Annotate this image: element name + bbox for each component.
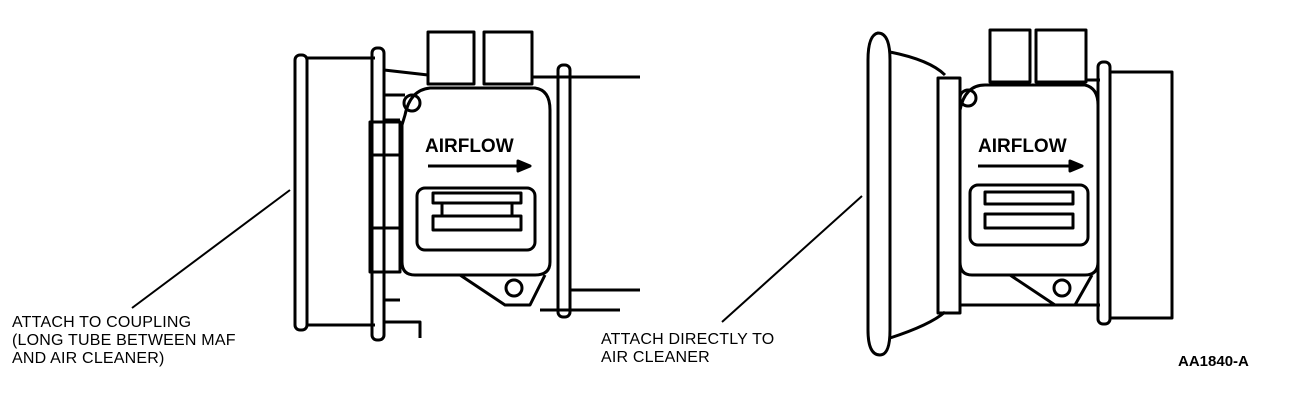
left-callout: ATTACH TO COUPLING (LONG TUBE BETWEEN MA… <box>12 314 236 368</box>
connector-pin <box>482 30 534 86</box>
airflow-label: AIRFLOW <box>425 136 514 157</box>
right-callout: ATTACH DIRECTLY TO AIR CLEANER <box>601 331 774 367</box>
connector-pin <box>988 28 1032 84</box>
outlet-ring <box>1096 60 1112 326</box>
left-maf-sensor: AIRFLOW <box>131 30 640 342</box>
left-inlet-tube <box>307 56 375 327</box>
callout-line: AND AIR CLEANER) <box>12 350 165 367</box>
air-cleaner-flange <box>866 31 892 357</box>
right-leader-line <box>721 195 863 323</box>
right-maf-sensor: AIRFLOW <box>721 28 1174 357</box>
left-flange <box>370 46 386 342</box>
outlet-tube <box>570 75 640 292</box>
left-leader-line <box>131 189 291 309</box>
right-flange <box>556 63 572 319</box>
callout-line: (LONG TUBE BETWEEN MAF <box>12 332 236 349</box>
callout-line: AIR CLEANER <box>601 349 710 366</box>
sensor-window <box>968 183 1090 247</box>
left-body-side <box>368 120 402 274</box>
left-inlet-ring <box>293 53 309 332</box>
connector-pin <box>1034 28 1088 84</box>
airflow-label: AIRFLOW <box>978 136 1067 157</box>
outlet-tube <box>1110 70 1174 320</box>
connector-pin <box>426 30 476 86</box>
left-sensor-module <box>400 86 552 277</box>
mounting-hole <box>402 93 422 113</box>
sensor-window <box>415 186 537 252</box>
mounting-hole <box>1052 278 1072 298</box>
callout-line: ATTACH TO COUPLING <box>12 314 192 331</box>
callout-line: ATTACH DIRECTLY TO <box>601 331 775 348</box>
mounting-hole <box>504 278 524 298</box>
figure-id: AA1840-A <box>1178 353 1249 370</box>
